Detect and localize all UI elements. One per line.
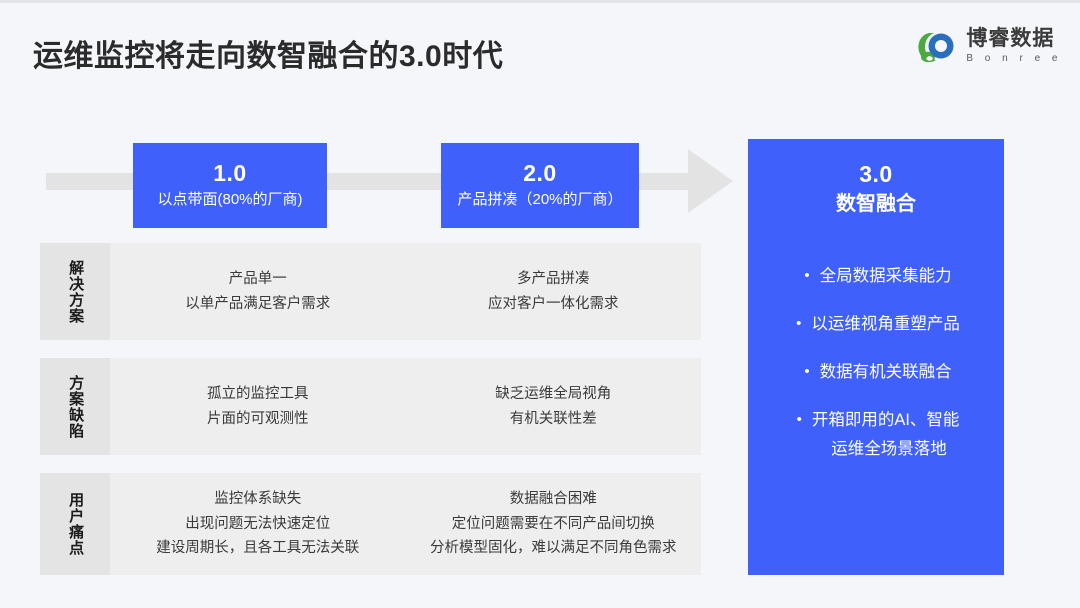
row-cells: 孤立的监控工具 片面的可观测性 缺乏运维全局视角 有机关联性差 xyxy=(110,358,701,455)
cell-line: 出现问题无法快速定位 xyxy=(185,515,331,532)
stage-1-version: 1.0 xyxy=(213,160,247,187)
cell-line: 建设周期长，且各工具无法关联 xyxy=(156,540,360,557)
stage-2-version: 2.0 xyxy=(523,160,557,187)
list-item: • 以运维视角重塑产品 xyxy=(760,313,992,337)
cell-line: 片面的可观测性 xyxy=(207,410,309,427)
cell-line: 孤立的监控工具 xyxy=(207,385,309,402)
list-item: • 全局数据采集能力 xyxy=(760,265,992,289)
logo-text-cn: 博睿数据 xyxy=(966,26,1055,50)
bullet-icon: • xyxy=(796,315,802,333)
logo-mark-svg xyxy=(918,33,954,63)
brand-logo: 博睿数据 B o n r e e xyxy=(915,27,1062,67)
cell-painpoints-2: 数据融合困难 定位问题需要在不同产品间切换 分析模型固化，难以满足不同角色需求 xyxy=(406,473,702,575)
timeline-arrow-head-icon xyxy=(688,149,733,213)
bonree-logo-icon xyxy=(915,27,957,67)
stage-2-desc: 产品拼凑（20%的厂商） xyxy=(457,190,623,208)
stage-box-2[interactable]: 2.0 产品拼凑（20%的厂商） xyxy=(441,143,639,228)
cell-line: 产品单一 xyxy=(228,270,287,287)
cell-line: 监控体系缺失 xyxy=(214,490,302,507)
stage-3-bullet-4-line2: 运维全场景落地 xyxy=(831,440,947,459)
cell-line: 多产品拼凑 xyxy=(517,270,590,287)
bullet-icon: • xyxy=(804,267,810,285)
cell-line: 分析模型固化，难以满足不同角色需求 xyxy=(430,540,677,557)
stage-1-desc: 以点带面(80%的厂商) xyxy=(157,190,303,208)
logo-text: 博睿数据 B o n r e e xyxy=(966,26,1062,66)
cell-solution-1: 产品单一 以单产品满足客户需求 xyxy=(110,243,406,340)
bullet-icon: • xyxy=(796,411,802,429)
list-item: • 开箱即用的AI、智能 运维全场景落地 xyxy=(760,409,992,462)
cell-line: 缺乏运维全局视角 xyxy=(495,385,612,402)
stage-panel-3[interactable]: 3.0 数智融合 • 全局数据采集能力 • 以运维视角重塑产品 • 数据有机关联融合 … xyxy=(748,139,1004,575)
row-cells: 产品单一 以单产品满足客户需求 多产品拼凑 应对客户一体化需求 xyxy=(110,243,701,340)
row-label-defects: 方案缺陷 xyxy=(40,358,110,455)
cell-defects-1: 孤立的监控工具 片面的可观测性 xyxy=(110,358,406,455)
cell-painpoints-1: 监控体系缺失 出现问题无法快速定位 建设周期长，且各工具无法关联 xyxy=(110,473,406,575)
stage-3-bullet-2: 以运维视角重塑产品 xyxy=(811,315,960,334)
row-label-solution: 解决方案 xyxy=(40,243,110,340)
cell-line: 有机关联性差 xyxy=(509,410,597,427)
cell-defects-2: 缺乏运维全局视角 有机关联性差 xyxy=(406,358,702,455)
cell-line: 应对客户一体化需求 xyxy=(488,295,619,312)
cell-line: 定位问题需要在不同产品间切换 xyxy=(451,515,655,532)
comparison-row-painpoints: 用户痛点 监控体系缺失 出现问题无法快速定位 建设周期长，且各工具无法关联 数据… xyxy=(40,473,701,575)
row-cells: 监控体系缺失 出现问题无法快速定位 建设周期长，且各工具无法关联 数据融合困难 … xyxy=(110,473,701,575)
comparison-row-defects: 方案缺陷 孤立的监控工具 片面的可观测性 缺乏运维全局视角 有机关联性差 xyxy=(40,358,701,455)
stage-3-feature-list: • 全局数据采集能力 • 以运维视角重塑产品 • 数据有机关联融合 • 开箱即用的AI、… xyxy=(760,265,992,462)
stage-3-title: 数智融合 xyxy=(836,193,916,216)
row-label-painpoints: 用户痛点 xyxy=(40,473,110,575)
stage-3-bullet-1: 全局数据采集能力 xyxy=(819,267,952,286)
stage-box-1[interactable]: 1.0 以点带面(80%的厂商) xyxy=(133,143,327,228)
stage-3-version: 3.0 xyxy=(859,161,893,187)
cell-line: 数据融合困难 xyxy=(509,490,597,507)
page-title: 运维监控将走向数智融合的3.0时代 xyxy=(33,40,504,73)
stage-3-bullet-4: 开箱即用的AI、智能 xyxy=(811,411,960,430)
cell-solution-2: 多产品拼凑 应对客户一体化需求 xyxy=(406,243,702,340)
list-item: • 数据有机关联融合 xyxy=(760,361,992,385)
stage-3-bullet-3: 数据有机关联融合 xyxy=(819,363,952,382)
cell-line: 以单产品满足客户需求 xyxy=(185,295,331,312)
bullet-icon: • xyxy=(804,363,810,381)
comparison-row-solution: 解决方案 产品单一 以单产品满足客户需求 多产品拼凑 应对客户一体化需求 xyxy=(40,243,701,340)
logo-text-en: B o n r e e xyxy=(966,53,1062,65)
